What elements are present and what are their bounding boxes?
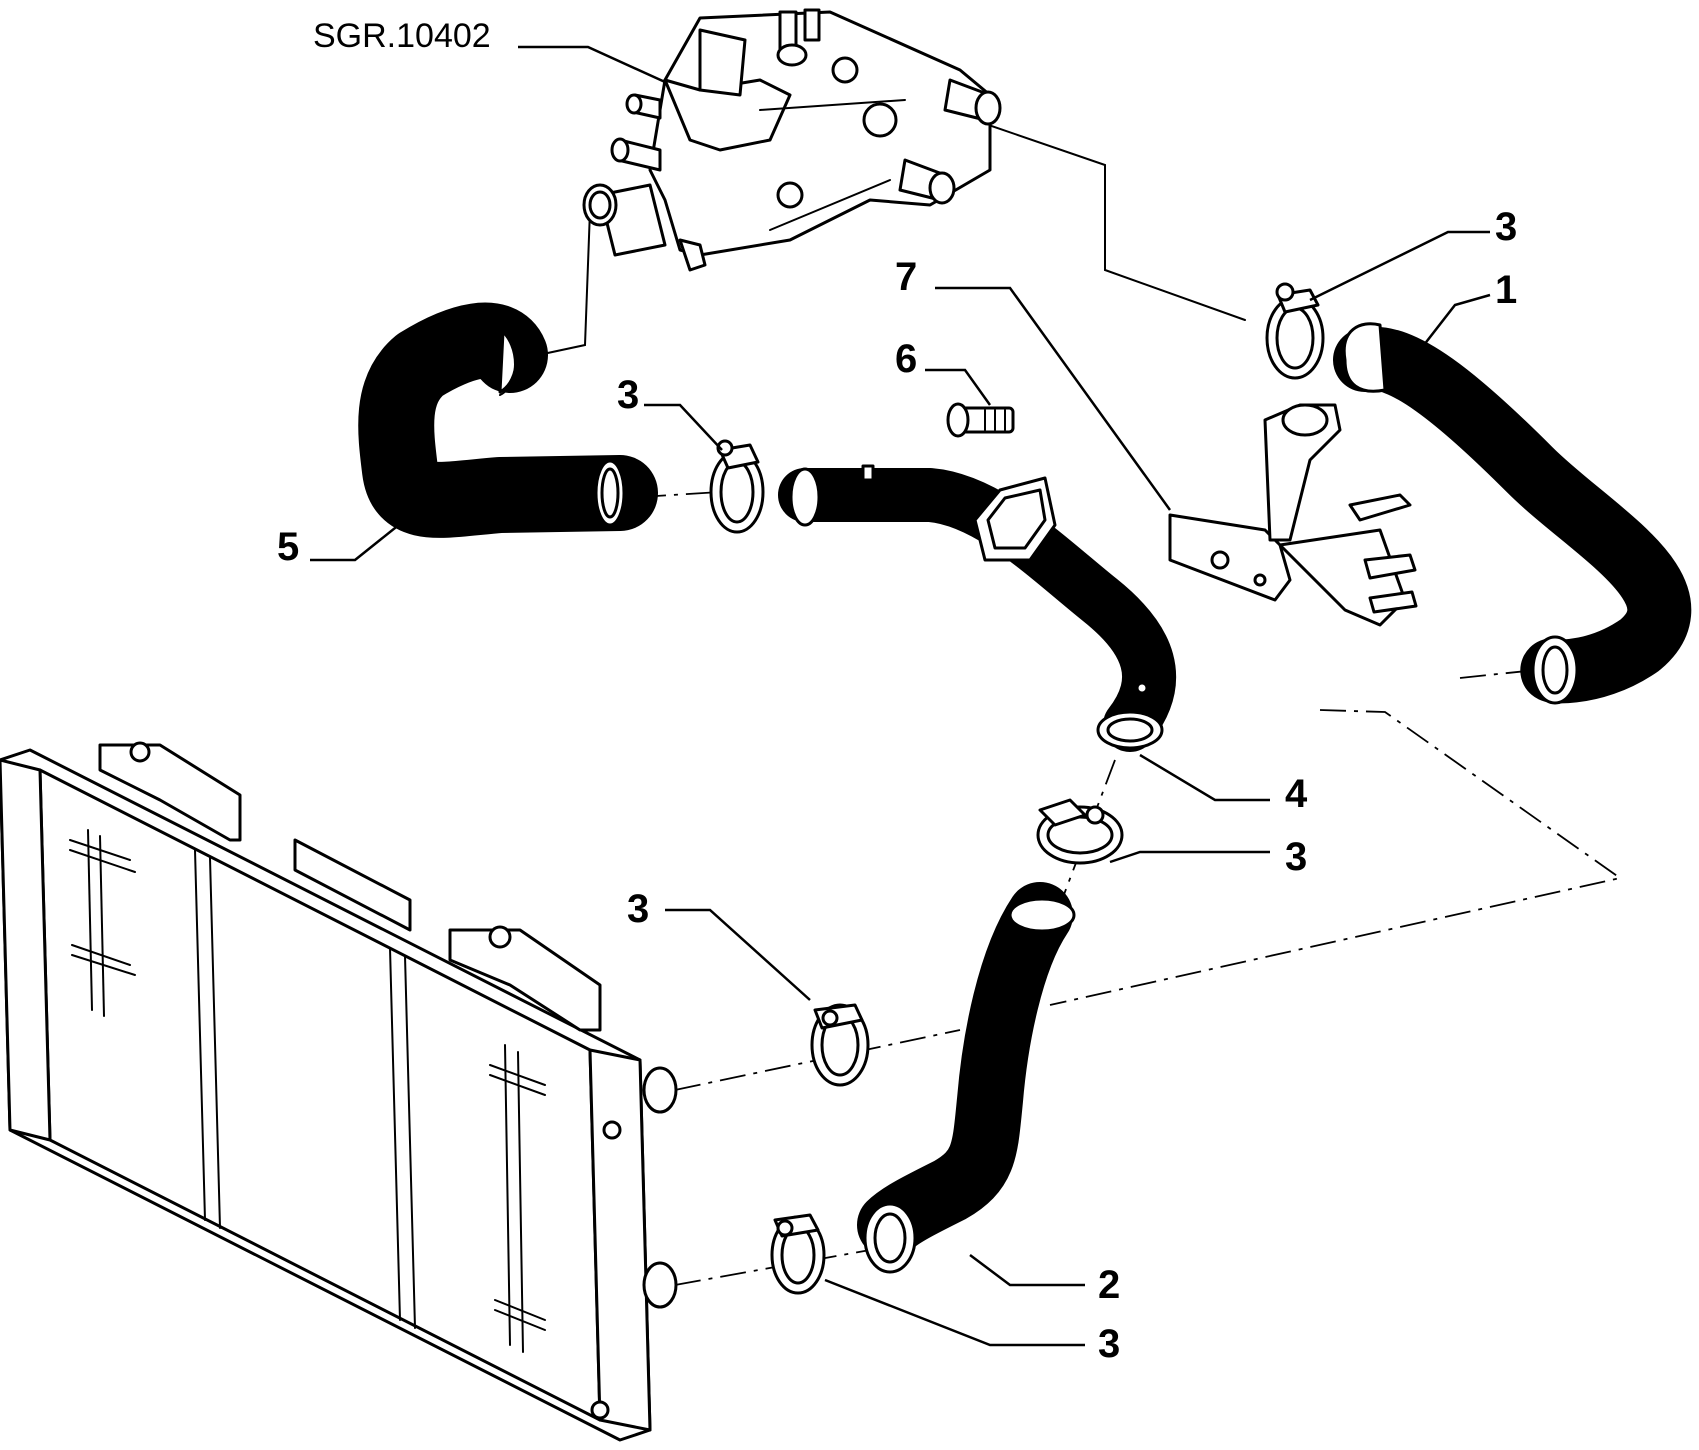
callout-7: 7	[895, 255, 917, 299]
hose-2[interactable]	[857, 882, 1076, 1274]
bracket-7[interactable]	[1168, 403, 1418, 627]
thermostat-housing[interactable]	[582, 8, 1002, 272]
pipe-4[interactable]	[778, 464, 1177, 752]
callout-1: 1	[1495, 268, 1517, 312]
callout-2: 2	[1098, 1263, 1120, 1307]
callout-labels: SGR.10402 3 1 7 6 3 5 4 3 3 2 3	[277, 17, 1517, 1366]
callout-3-bottom: 3	[1098, 1322, 1120, 1366]
hose-clamp-e[interactable]	[770, 1213, 826, 1295]
radiator[interactable]	[0, 741, 678, 1442]
hose-clamp-c[interactable]	[1036, 798, 1124, 865]
leader-lines	[310, 45, 1491, 1347]
callout-5: 5	[277, 525, 299, 569]
callout-4: 4	[1285, 772, 1308, 816]
callout-6: 6	[895, 337, 917, 381]
callout-3-top-right: 3	[1495, 205, 1517, 249]
hose-1[interactable]	[1333, 322, 1692, 705]
callout-3-middle: 3	[1285, 835, 1307, 879]
hose-clamp-d[interactable]	[810, 1003, 870, 1087]
callout-3-lower-left: 3	[627, 887, 649, 931]
bolt-6[interactable]	[946, 402, 1015, 438]
reference-code-label: SGR.10402	[313, 17, 491, 55]
callout-3-left: 3	[617, 373, 639, 417]
hose-5[interactable]	[358, 302, 658, 538]
hose-clamp-a[interactable]	[1265, 282, 1325, 380]
hose-clamp-b[interactable]	[709, 439, 765, 534]
